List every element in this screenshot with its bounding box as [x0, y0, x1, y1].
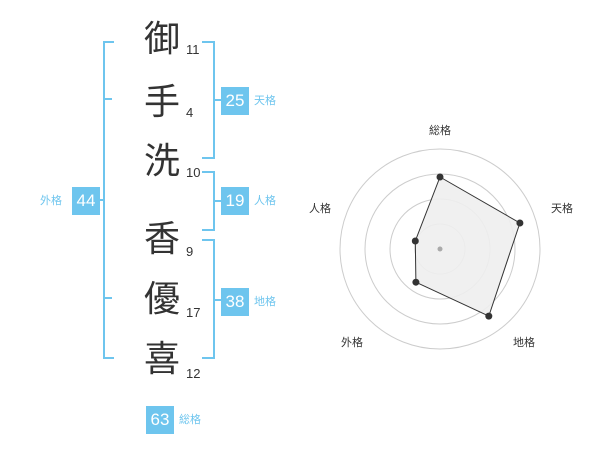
radar-label-soukaku: 総格	[429, 123, 451, 137]
gaikaku-label: 外格	[40, 194, 62, 207]
stroke-count-2: 4	[186, 105, 194, 120]
name-char-4: 香	[143, 219, 180, 260]
stroke-count-1: 11	[186, 42, 200, 57]
jinkaku-label: 人格	[254, 194, 276, 207]
radar-point-4	[412, 278, 420, 286]
radar-point-5	[411, 237, 419, 245]
tenkaku-value: 25	[221, 87, 249, 115]
name-char-3: 洗	[143, 141, 180, 182]
name-char-5: 優	[143, 279, 180, 320]
radar-ring	[339, 148, 541, 350]
name-char-2: 手	[143, 82, 180, 123]
radar-label-chikaku: 地格	[513, 335, 535, 349]
radar-center-dot	[437, 246, 443, 252]
jinkaku-value: 19	[221, 187, 249, 215]
radar-label-tenkaku: 天格	[551, 201, 573, 215]
radar-points	[411, 173, 524, 320]
radar-label-gaikaku: 外格	[341, 335, 363, 349]
gaikaku-value: 44	[72, 187, 100, 215]
stroke-count-4: 9	[186, 244, 194, 259]
name-char-1: 御	[143, 19, 180, 60]
name-char-6: 喜	[143, 339, 180, 380]
chikaku-value: 38	[221, 288, 249, 316]
stroke-count-5: 17	[186, 305, 201, 320]
chikaku-label: 地格	[254, 295, 276, 308]
stroke-count-6: 12	[186, 366, 201, 381]
radar-point-2	[516, 219, 524, 227]
radar-point-3	[485, 312, 493, 320]
radar-polygon	[414, 176, 521, 317]
soukaku-label: 総格	[179, 413, 201, 426]
radar-label-jinkaku: 人格	[309, 201, 331, 215]
stroke-count-3: 10	[186, 165, 201, 180]
soukaku-value: 63	[146, 406, 174, 434]
tenkaku-label: 天格	[254, 94, 276, 107]
radar-point-1	[436, 173, 444, 181]
